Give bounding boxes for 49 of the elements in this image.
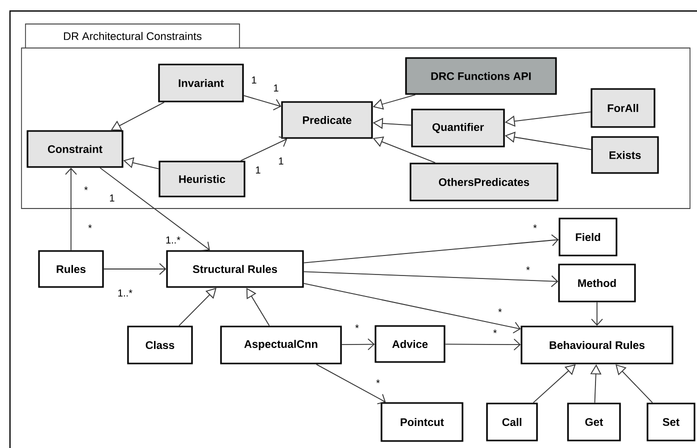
multiplicity-label: * <box>376 380 380 384</box>
arrow <box>243 95 282 110</box>
multiplicity-label: 1 <box>110 194 114 202</box>
class-box: Behavioural Rules <box>520 326 674 364</box>
multiplicity-label: * <box>88 224 92 228</box>
multiplicity-label: * <box>533 224 537 228</box>
class-box: Pointcut <box>380 402 464 442</box>
arrow <box>444 338 521 351</box>
class-box: AspectualCnn <box>220 326 342 364</box>
arrow <box>316 364 386 404</box>
class-box: Rules <box>38 250 104 288</box>
multiplicity-label: * <box>493 330 497 334</box>
class-box: Constraint <box>26 130 124 168</box>
class-box: Class <box>127 326 193 364</box>
multiplicity-label: 1 <box>279 158 284 164</box>
class-box: Exists <box>591 136 659 174</box>
class-box: Predicate <box>281 101 373 139</box>
multiplicity-label: 1 <box>274 84 278 92</box>
arrow <box>240 136 288 162</box>
arrow <box>303 282 521 334</box>
arrow <box>100 167 210 252</box>
class-box: Quantifier <box>411 108 505 148</box>
multiplicity-label: * <box>355 324 359 328</box>
class-box: OthersPredicates <box>410 162 558 202</box>
class-box: ForAll <box>590 88 656 128</box>
arrow <box>341 338 375 350</box>
arrow <box>303 234 559 264</box>
multiplicity-label: 1..* <box>118 290 132 296</box>
multiplicity-label: 1 <box>252 76 256 84</box>
class-box: Call <box>486 402 538 442</box>
multiplicity-label: * <box>84 186 88 190</box>
arrow <box>65 168 77 251</box>
class-box: DRC Functions API <box>405 57 557 95</box>
class-box: Field <box>558 218 618 256</box>
class-box: Heuristic <box>158 160 246 198</box>
class-box: Get <box>567 402 621 442</box>
multiplicity-label: * <box>498 308 502 312</box>
class-box: Set <box>646 402 696 442</box>
class-box: Structural Rules <box>166 250 304 288</box>
class-box: Method <box>558 264 636 302</box>
arrow <box>103 263 166 275</box>
class-box: Invariant <box>158 64 244 102</box>
arrow <box>591 302 603 326</box>
multiplicity-label: 1..* <box>166 236 180 244</box>
arrow <box>303 271 558 288</box>
node-label: DR Architectural Constraints <box>64 32 202 40</box>
class-box: Advice <box>374 325 446 363</box>
multiplicity-label: 1 <box>256 166 260 174</box>
multiplicity-label: * <box>526 266 530 270</box>
